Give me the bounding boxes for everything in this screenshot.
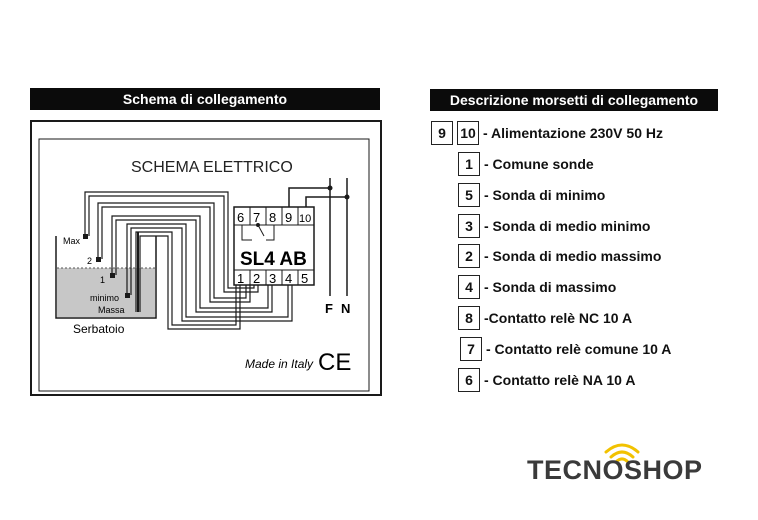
terminal-number-box: 5 [458,183,480,207]
terminal-description: - Sonda di massimo [484,279,617,295]
left-panel-header: Schema di collegamento [30,88,380,110]
diagram-frame-inner [38,138,370,392]
terminal-row: 7- Contatto relè comune 10 A [460,337,671,361]
terminal-description: - Sonda di medio minimo [484,218,651,234]
terminal-row: 6- Contatto relè NA 10 A [458,368,635,392]
terminal-number-box: 10 [457,121,479,145]
terminal-number-box: 9 [431,121,453,145]
terminal-number-box: 1 [458,152,480,176]
ce-mark: CE [318,349,351,376]
terminal-row: 1- Comune sonde [458,152,594,176]
terminal-top-7: 7 [253,210,260,225]
tank-outline [55,236,157,319]
terminal-description: - Contatto relè comune 10 A [486,341,672,357]
terminal-top-8: 8 [269,210,276,225]
terminal-top-10: 10 [299,213,311,225]
terminal-number-box: 3 [458,214,480,238]
tank-label-minimo: minimo [90,293,119,303]
terminal-top-9: 9 [285,210,292,225]
terminal-description: - Contatto relè NA 10 A [484,372,636,388]
terminal-number-box: 4 [458,275,480,299]
terminal-top-6: 6 [237,210,244,225]
terminal-description: - Sonda di medio massimo [484,248,662,264]
device-block [233,206,315,286]
right-panel-header: Descrizione morsetti di collegamento [430,89,718,111]
terminal-bottom-4: 4 [285,271,292,286]
terminal-description: - Comune sonde [484,156,594,172]
terminal-row: 4- Sonda di massimo [458,275,616,299]
terminal-bottom-5: 5 [301,271,308,286]
terminal-number-box: 2 [458,244,480,268]
terminal-row: 5- Sonda di minimo [458,183,605,207]
relay-contact-icon [241,223,275,241]
terminal-number-box: 8 [458,306,480,330]
made-in-italy: Made in Italy [245,357,314,371]
terminal-description: -Contatto relè NC 10 A [484,310,633,326]
terminal-number-box: 7 [460,337,482,361]
device-name: SL4 AB [240,249,307,270]
terminal-bottom-2: 2 [253,271,260,286]
terminal-row: 8-Contatto relè NC 10 A [458,306,632,330]
diagram-title: SCHEMA ELETTRICO [131,159,293,176]
power-label-f: F [325,301,333,316]
tank-label-2: 2 [87,256,92,266]
wifi-signal-icon [604,443,640,464]
terminal-bottom-3: 3 [269,271,276,286]
terminal-bottom-1: 1 [237,271,244,286]
tank-label-massa: Massa [98,305,125,315]
tank-label-max: Max [63,236,81,246]
power-label-n: N [341,301,350,316]
terminal-row: 3- Sonda di medio minimo [458,214,650,238]
terminal-row: 2- Sonda di medio massimo [458,244,661,268]
terminal-description: - Alimentazione 230V 50 Hz [483,125,663,141]
tank-label-1: 1 [100,275,105,285]
tank-label-serbatoio: Serbatoio [73,322,125,336]
diagram-frame-outer [30,120,382,396]
probe-wires [84,191,293,330]
terminal-description: - Sonda di minimo [484,187,606,203]
terminal-number-box: 6 [458,368,480,392]
brand-logo: TECNOSHOP [527,455,703,485]
